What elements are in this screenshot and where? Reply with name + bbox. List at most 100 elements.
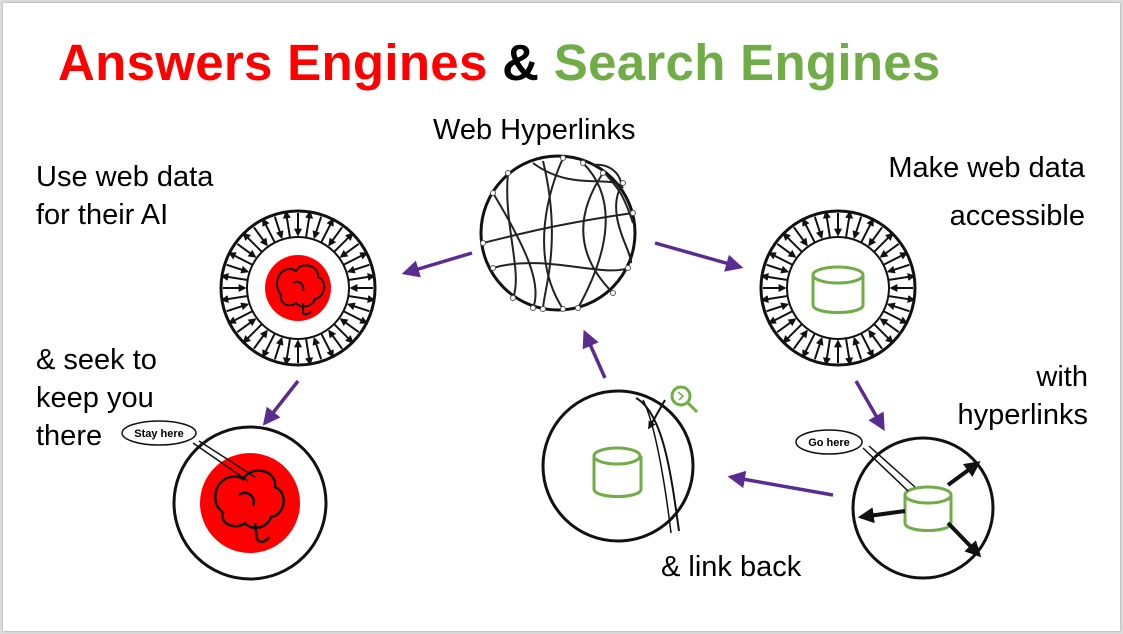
- inward-spoke: [886, 302, 910, 313]
- inward-spoke: [813, 216, 824, 240]
- ring-divider: [348, 273, 376, 282]
- label-make-accessible-line1: Make web data: [888, 152, 1085, 184]
- ring-divider: [802, 217, 816, 244]
- label-seek-line2: keep you: [36, 382, 154, 414]
- with-hyperlinks-circle: Go here: [795, 429, 995, 580]
- arrow-hyperlinks-to-linkback: [727, 470, 834, 497]
- ring-divider: [242, 323, 263, 344]
- database-icon: [903, 485, 953, 532]
- inward-spoke: [879, 318, 900, 333]
- arrow-linkback-to-web: [582, 329, 607, 379]
- inward-spoke: [346, 302, 370, 313]
- ring-divider: [333, 323, 354, 344]
- inward-spoke: [226, 302, 250, 313]
- link-back-circle: [541, 385, 699, 543]
- inward-spoke: [852, 216, 863, 240]
- slide: Answers Engines & Search Engines Web Hyp…: [3, 3, 1120, 631]
- arrow-web-to-search: [654, 241, 744, 272]
- inward-spoke: [879, 243, 900, 258]
- ring-divider: [333, 232, 354, 253]
- inward-spoke: [346, 263, 370, 274]
- inward-spoke: [813, 336, 824, 360]
- ring-divider: [782, 232, 803, 253]
- ring-divider: [767, 252, 794, 266]
- ring-divider: [882, 252, 909, 266]
- inward-spoke: [868, 329, 883, 350]
- inward-spoke: [312, 216, 323, 240]
- search-engine-ring: [759, 209, 917, 367]
- label-make-accessible-line2: accessible: [949, 200, 1085, 232]
- inward-spoke: [273, 216, 284, 240]
- title-answers-engines: Answers Engines: [58, 34, 488, 91]
- inward-spoke: [328, 226, 343, 247]
- inward-spoke: [253, 226, 268, 247]
- inward-spoke: [793, 226, 808, 247]
- inward-spoke: [776, 243, 797, 258]
- inward-spoke: [793, 329, 808, 350]
- brain-icon: [265, 255, 331, 321]
- keep-you-there-circle: Stay here: [121, 420, 328, 581]
- go-here-text: Go here: [808, 437, 850, 449]
- answer-engine-ring: [219, 209, 377, 367]
- inward-spoke: [273, 336, 284, 360]
- ring-divider: [888, 273, 916, 282]
- label-make-accessible: Make web data accessible: [843, 149, 1085, 235]
- title-search-engines: Search Engines: [553, 34, 941, 91]
- inward-spoke: [328, 329, 343, 350]
- label-use-web-data-line2: for their AI: [36, 199, 169, 231]
- label-seek-to-keep: & seek to keep you there: [36, 341, 157, 455]
- stay-here-text: Stay here: [134, 428, 184, 440]
- ring-divider: [767, 310, 794, 324]
- inward-spoke: [339, 318, 360, 333]
- ring-divider: [760, 273, 788, 282]
- ring-divider: [823, 338, 832, 366]
- ring-divider: [844, 338, 853, 366]
- inward-spoke: [236, 318, 257, 333]
- inward-spoke: [253, 329, 268, 350]
- inward-spoke: [776, 318, 797, 333]
- ring-divider: [304, 210, 313, 238]
- database-icon: [592, 446, 643, 498]
- search-magnifier-icon: [670, 385, 699, 414]
- ring-divider: [802, 332, 816, 359]
- ring-divider: [342, 310, 369, 324]
- ring-divider: [888, 294, 916, 303]
- inward-spoke: [766, 263, 790, 274]
- database-icon: [811, 265, 865, 314]
- ring-divider: [873, 232, 894, 253]
- label-web-hyperlinks: Web Hyperlinks: [433, 114, 636, 146]
- label-seek-line1: & seek to: [36, 344, 157, 376]
- ring-divider: [348, 294, 376, 303]
- inward-spoke: [886, 263, 910, 274]
- label-use-web-data: Use web data for their AI: [36, 158, 213, 234]
- ring-divider: [782, 323, 803, 344]
- arrow-search-to-hyperlinks: [854, 380, 885, 432]
- go-here-speech-bubble: Go here: [795, 429, 863, 455]
- ring-divider: [227, 310, 254, 324]
- ring-divider: [342, 252, 369, 266]
- diagram-canvas: Stay here: [121, 154, 995, 581]
- ring-divider: [860, 217, 874, 244]
- ring-divider: [262, 332, 276, 359]
- ring-divider: [242, 232, 263, 253]
- label-seek-line3: there: [36, 420, 103, 452]
- slide-title: Answers Engines & Search Engines: [58, 33, 941, 92]
- ring-divider: [262, 217, 276, 244]
- arrow-answer-to-keep: [262, 379, 300, 426]
- ring-divider: [873, 323, 894, 344]
- ring-divider: [320, 332, 334, 359]
- inward-spoke: [339, 243, 360, 258]
- ring-divider: [760, 294, 788, 303]
- label-with-line1: with: [1036, 361, 1088, 393]
- label-use-web-data-line1: Use web data: [36, 161, 214, 193]
- web-hyperlinks-circle: [479, 154, 637, 312]
- inward-spoke: [868, 226, 883, 247]
- title-ampersand: &: [502, 34, 540, 91]
- ring-divider: [283, 338, 292, 366]
- label-link-back: & link back: [661, 551, 802, 583]
- inward-spoke: [766, 302, 790, 313]
- inward-spoke: [226, 263, 250, 274]
- ring-divider: [220, 294, 248, 303]
- ring-divider: [304, 338, 313, 366]
- label-with-hyperlinks: with hyperlinks: [883, 358, 1088, 434]
